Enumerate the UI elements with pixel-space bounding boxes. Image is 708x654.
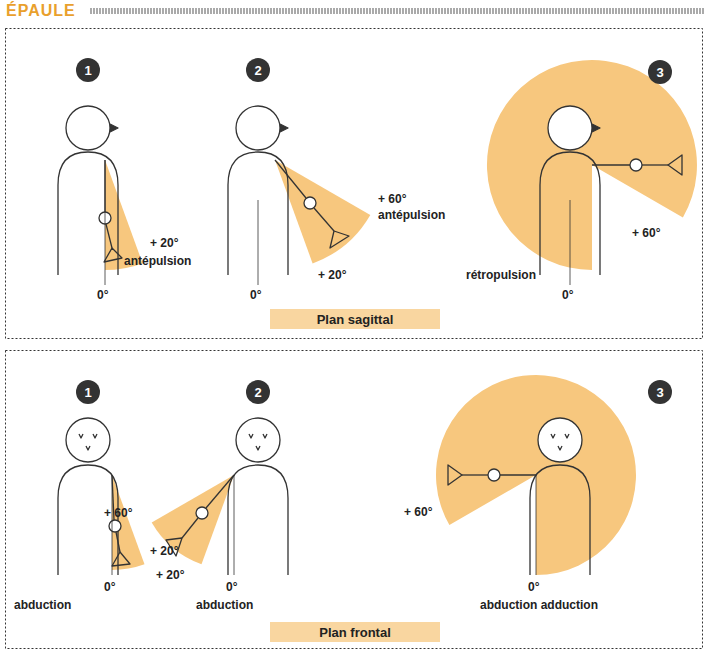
angle-value: + 20° <box>150 236 179 250</box>
zone-number-badge: 1 <box>76 58 100 82</box>
movement-name: abduction <box>196 598 253 612</box>
angle-value: 0° <box>528 580 539 594</box>
callout-number: 3 <box>656 385 663 400</box>
callout-number: 3 <box>656 65 663 80</box>
zone-number-badge: 2 <box>246 380 270 404</box>
callout-number: 2 <box>254 63 261 78</box>
angle-value: + 60° <box>378 192 407 206</box>
movement-name: abduction adduction <box>480 598 598 612</box>
plane-name: Plan sagittal <box>317 312 394 327</box>
zone-number-badge: 1 <box>76 380 100 404</box>
movement-name: antépulsion <box>378 208 445 222</box>
callout-number: 1 <box>84 385 91 400</box>
plane-band: Plan sagittal <box>270 309 440 329</box>
angle-value: + 60° <box>404 505 433 519</box>
angle-value: 0° <box>97 288 108 302</box>
plane-name: Plan frontal <box>319 625 391 640</box>
page-title: ÉPAULE <box>6 1 80 21</box>
angle-value: + 20° <box>156 568 185 582</box>
callout-number: 2 <box>254 385 261 400</box>
callout-number: 1 <box>84 63 91 78</box>
zone-number-badge: 2 <box>246 58 270 82</box>
angle-value: 0° <box>562 288 573 302</box>
angle-value: 0° <box>104 580 115 594</box>
angle-value: 0° <box>250 288 261 302</box>
angle-value: + 20° <box>150 544 179 558</box>
angle-value: + 60° <box>632 226 661 240</box>
movement-name: abduction <box>14 598 71 612</box>
zone-number-badge: 3 <box>648 380 672 404</box>
angle-value: 0° <box>226 580 237 594</box>
plane-band: Plan frontal <box>270 622 440 642</box>
angle-value: + 20° <box>318 268 347 282</box>
angle-value: + 60° <box>104 506 133 520</box>
zone-number-badge: 3 <box>648 60 672 84</box>
movement-name: antépulsion <box>124 254 191 268</box>
movement-name: rétropulsion <box>466 268 536 282</box>
